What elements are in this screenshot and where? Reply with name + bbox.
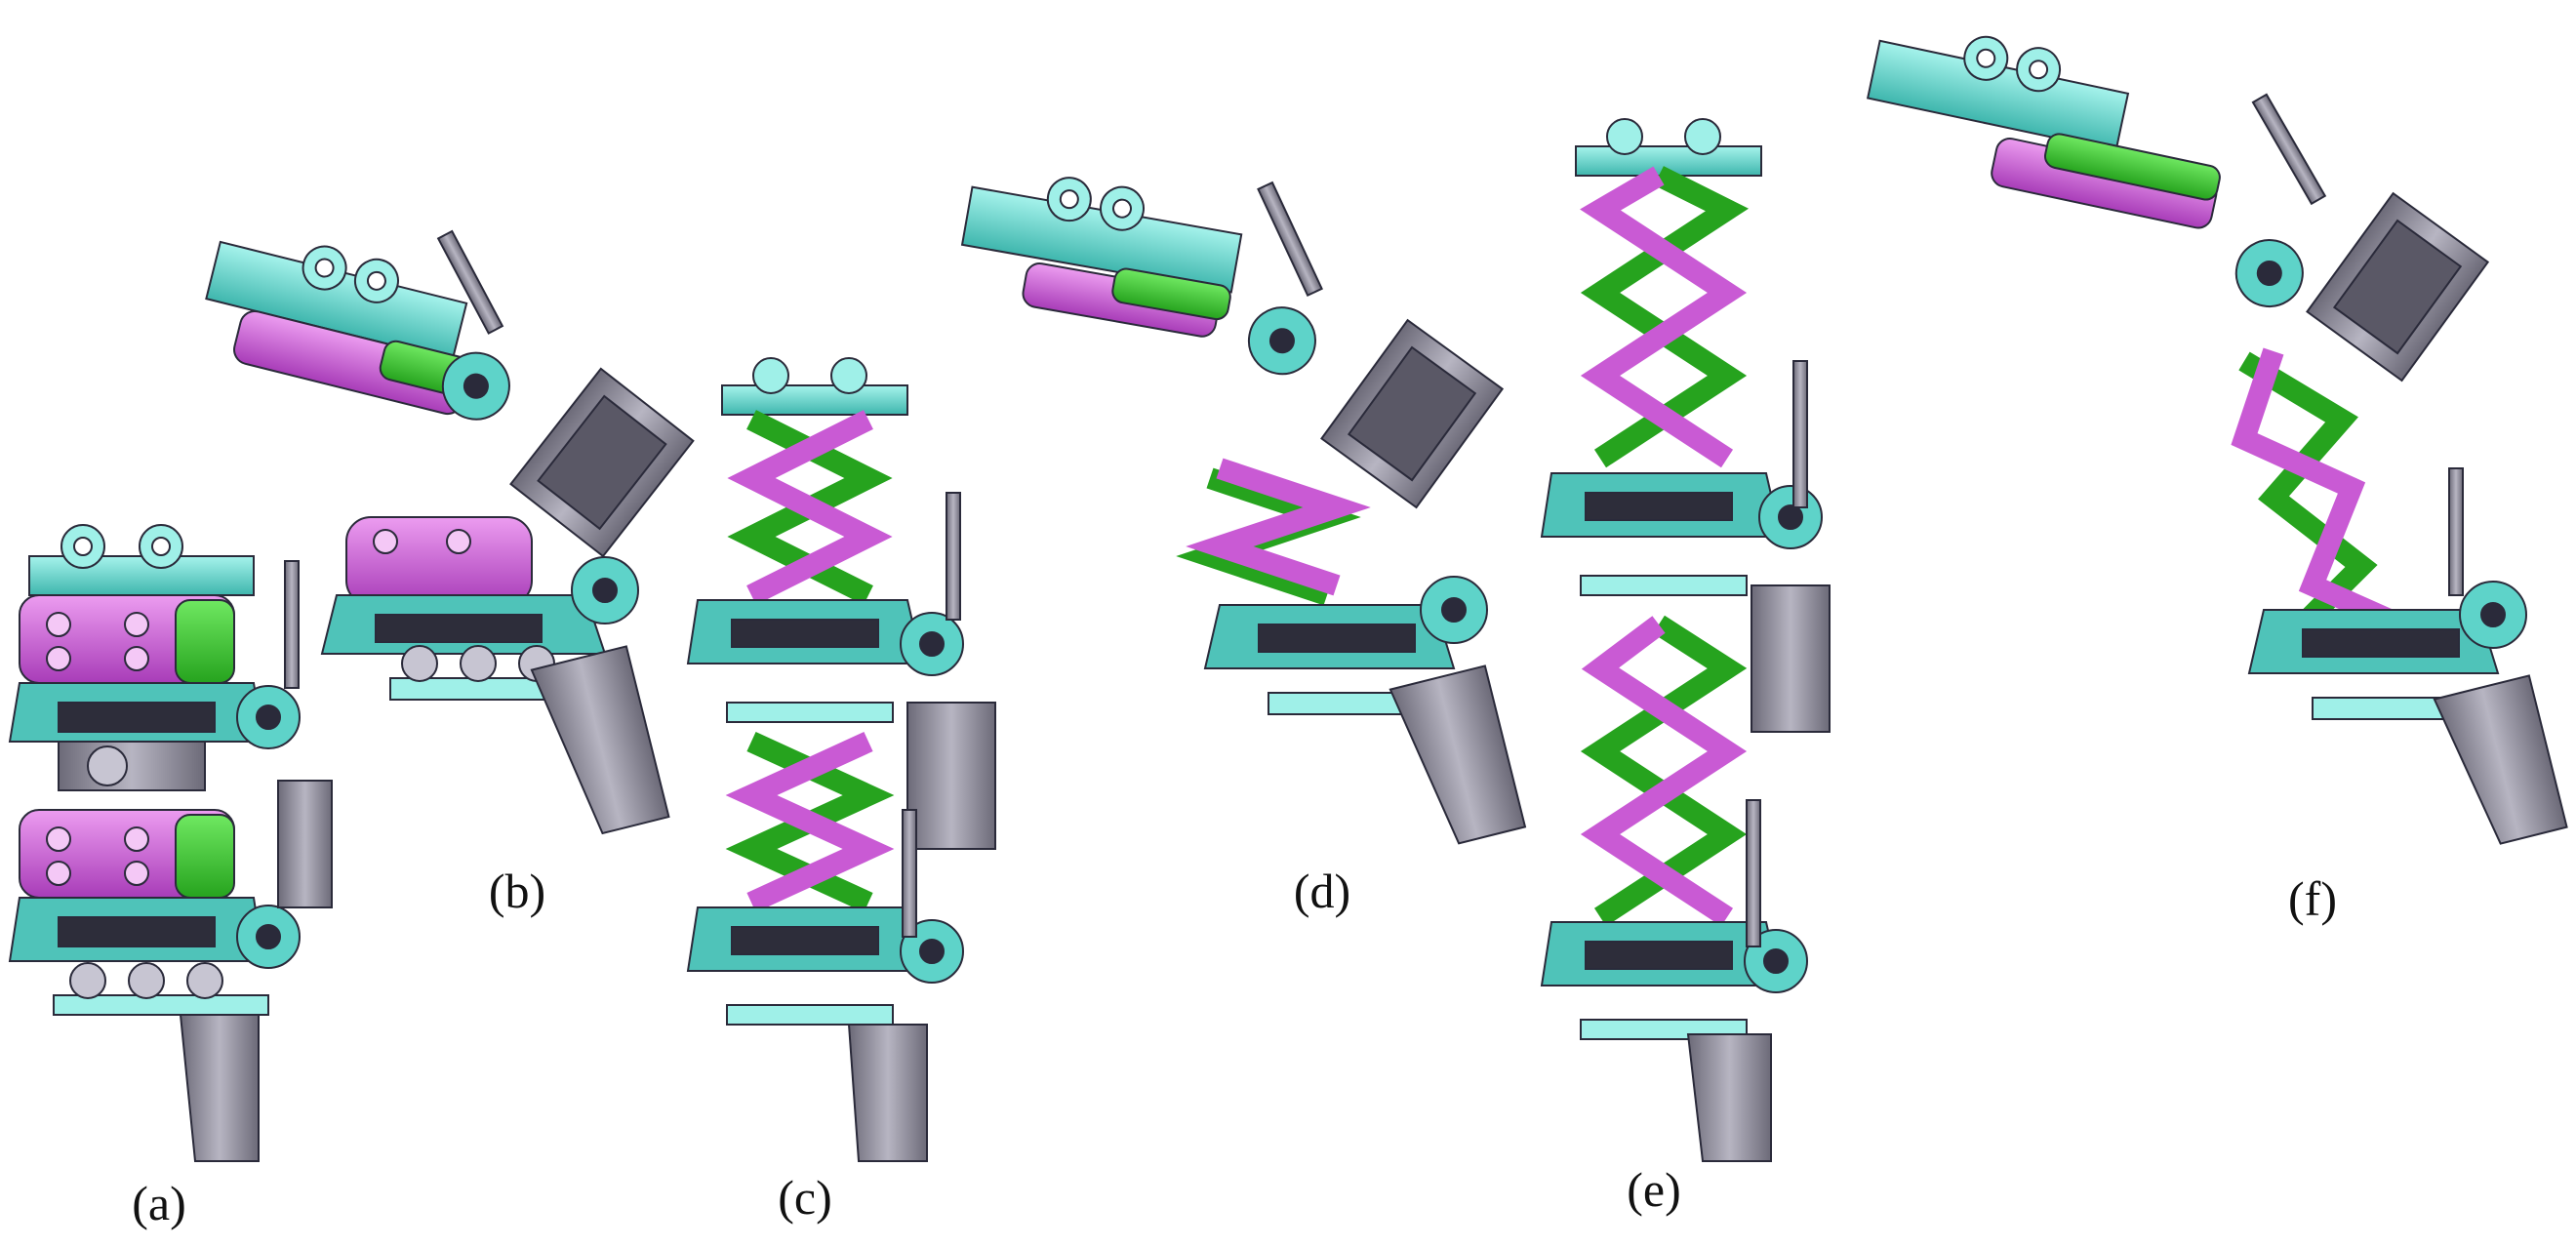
- panel-a-mechanism: [8, 524, 333, 1162]
- panel-label-a: (a): [132, 1176, 186, 1230]
- panel-label-f: (f): [2288, 871, 2337, 926]
- panel-label-e: (e): [1627, 1162, 1681, 1217]
- panel-d-mechanism: [960, 177, 1527, 845]
- panel-label-d: (d): [1293, 864, 1351, 918]
- panel-f-mechanism: [1866, 35, 2568, 845]
- panel-b-mechanism: [205, 229, 695, 835]
- panel-c-mechanism: [686, 357, 996, 1162]
- panel-e-mechanism: [1540, 118, 1831, 1162]
- panel-label-b: (b): [488, 864, 546, 918]
- panel-label-c: (c): [778, 1170, 832, 1225]
